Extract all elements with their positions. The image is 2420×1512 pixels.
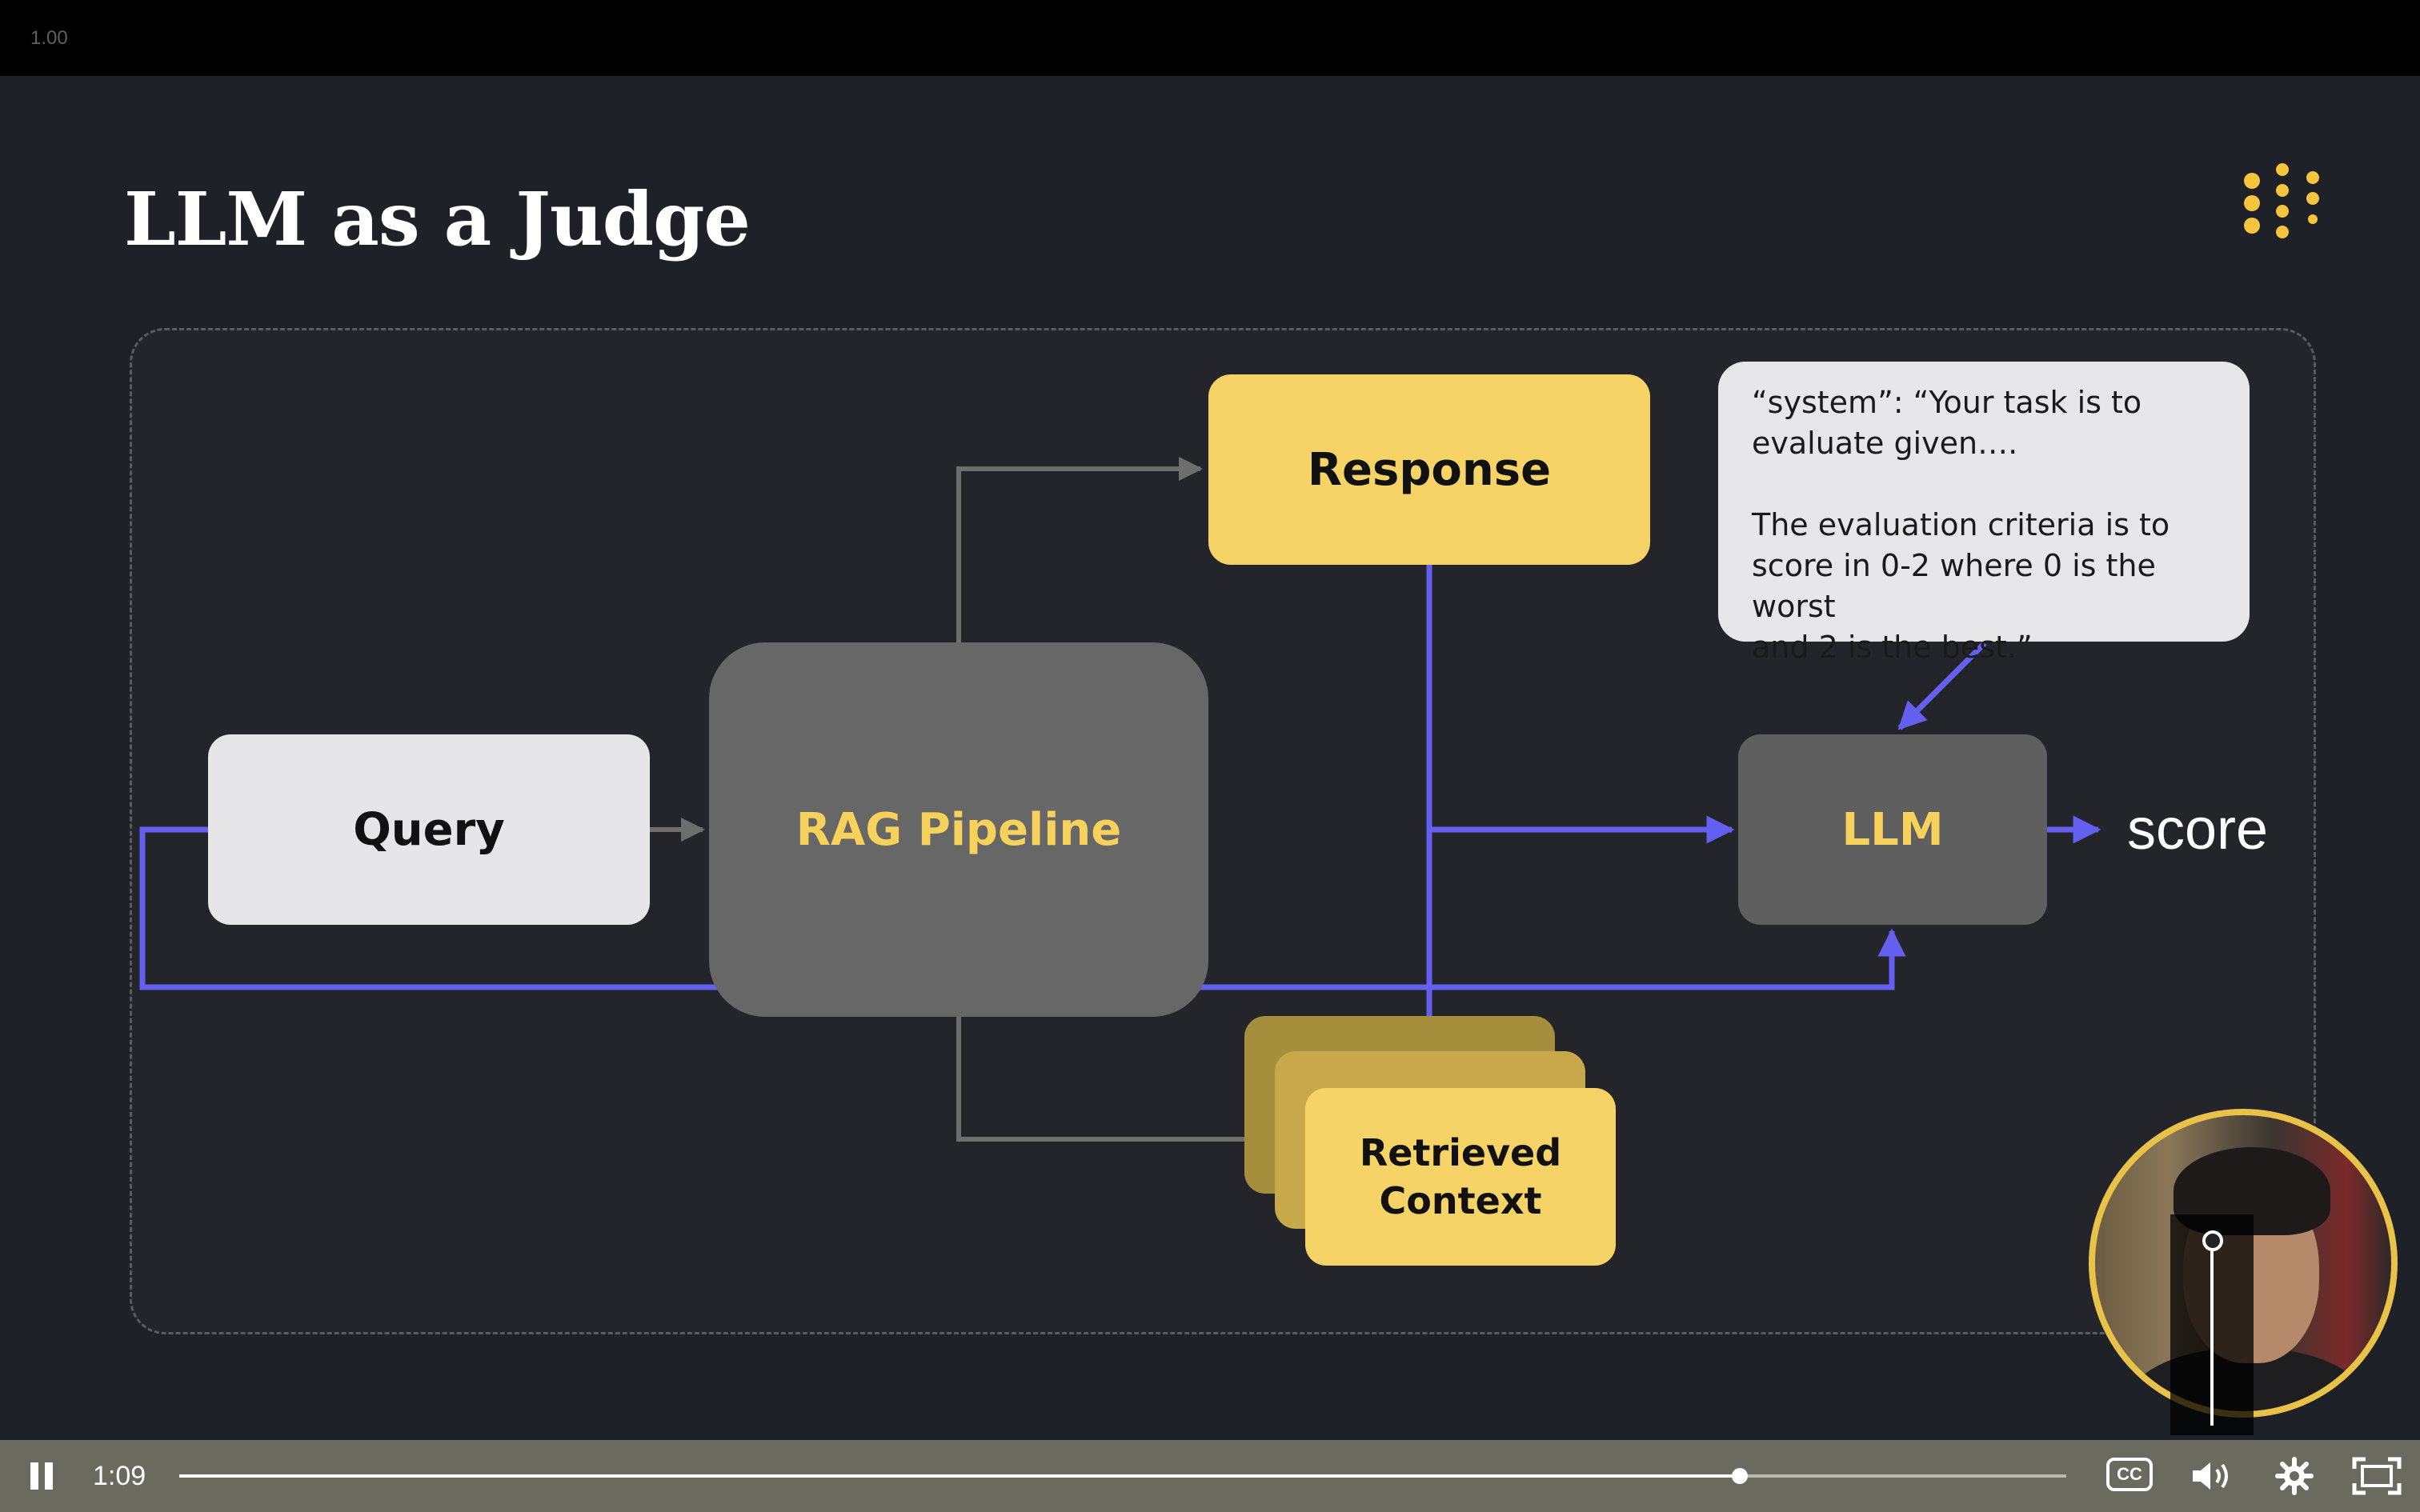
volume-slider[interactable]: [2210, 1243, 2214, 1426]
progress-fill: [179, 1474, 1741, 1478]
prompt-line: score in 0-2 where 0 is the worst: [1752, 548, 2156, 624]
slide-title: LLM as a Judge: [124, 176, 751, 262]
player-controls: 1:09 CC: [0, 1440, 2420, 1512]
volume-icon[interactable]: [2190, 1458, 2236, 1494]
system-prompt-bubble: “system”: “Your task is to evaluate give…: [1718, 362, 2250, 665]
volume-popup: [2170, 1214, 2254, 1435]
score-label: score: [2127, 798, 2269, 862]
query-box: Query: [208, 734, 650, 925]
current-time: 1:09: [93, 1461, 146, 1491]
llm-box: LLM: [1738, 734, 2047, 925]
volume-slider-handle[interactable]: [2202, 1230, 2223, 1251]
pause-icon[interactable]: [26, 1458, 58, 1494]
rag-pipeline-box: RAG Pipeline: [709, 642, 1208, 1017]
retrieved-context-line2: Context: [1379, 1179, 1542, 1222]
response-box: Response: [1208, 374, 1650, 565]
captions-button[interactable]: CC: [2106, 1458, 2153, 1491]
top-bar: 1.00: [0, 0, 2420, 76]
progress-handle[interactable]: [1732, 1468, 1749, 1484]
progress-bar[interactable]: [179, 1468, 2066, 1484]
prompt-line: evaluate given….: [1752, 426, 2018, 461]
brand-logo-icon: [2244, 160, 2327, 243]
prompt-line: “system”: “Your task is to: [1752, 385, 2142, 420]
gear-icon[interactable]: [2274, 1456, 2314, 1496]
prompt-line: The evaluation criteria is to: [1752, 507, 2170, 542]
playback-speed[interactable]: 1.00: [30, 27, 68, 49]
retrieved-context-box: Retrieved Context: [1305, 1088, 1616, 1266]
prompt-line: and 2 is the best.”: [1752, 630, 2033, 665]
fullscreen-icon[interactable]: [2351, 1456, 2402, 1496]
retrieved-context-line1: Retrieved: [1359, 1131, 1562, 1174]
